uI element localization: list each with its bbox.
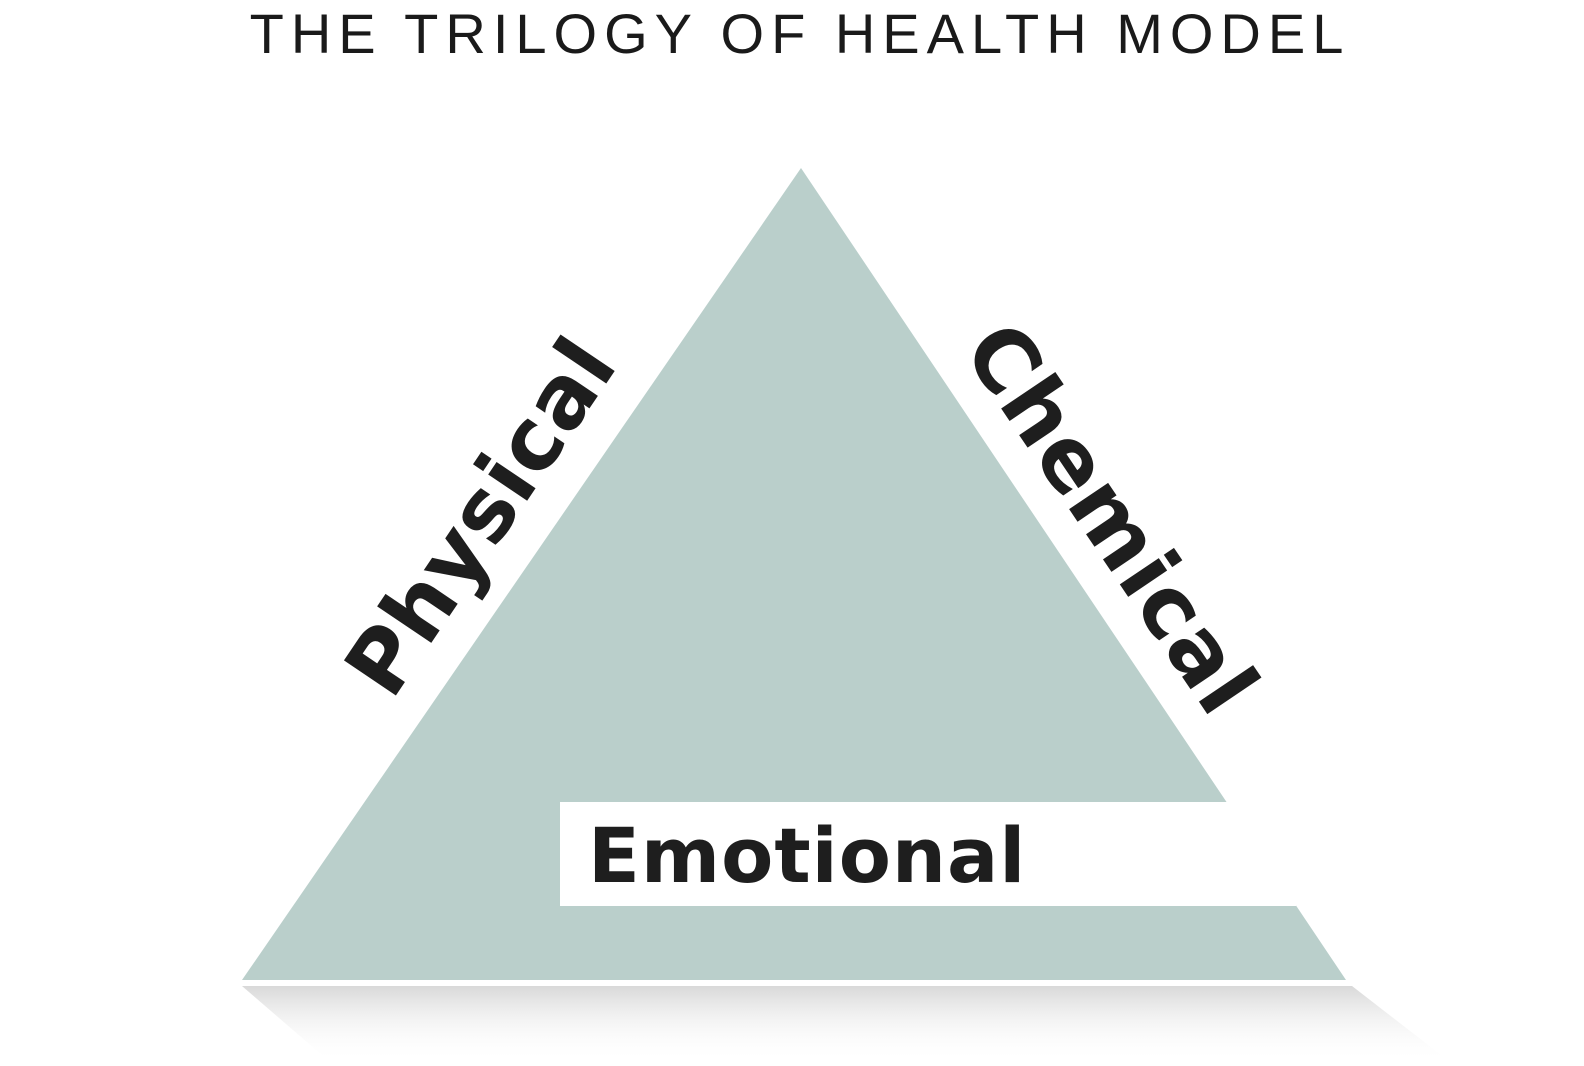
emotional-label: Emotional: [588, 811, 1026, 900]
base-shadow: [242, 986, 1450, 1062]
health-triangle: [242, 168, 1346, 980]
emotional-label-box: [560, 802, 1296, 906]
diagram-title: THE TRILOGY OF HEALTH MODEL: [249, 2, 1351, 65]
